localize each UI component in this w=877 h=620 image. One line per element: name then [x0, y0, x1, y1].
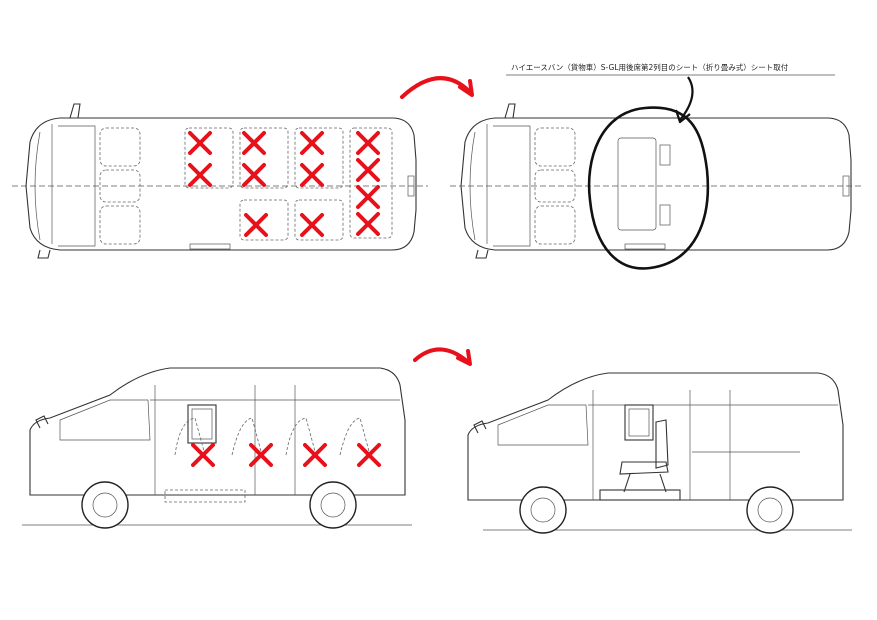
red-arrow-bottom: [413, 347, 470, 364]
red-arrow-top: [400, 76, 472, 99]
top-view-removed-seat-marks: [188, 131, 380, 237]
x-mark: [300, 163, 324, 187]
pointer-arrow-head: [674, 109, 691, 124]
side-view-before: [22, 367, 412, 529]
single-seat: [619, 419, 669, 493]
x-mark: [244, 213, 268, 237]
x-mark: [188, 163, 212, 187]
x-mark: [303, 443, 327, 467]
x-mark: [191, 443, 215, 467]
annotation-caption: ハイエースバン（貨物車）S-GL用後席第2列目のシート（折り畳み式）シート取付: [511, 62, 789, 72]
x-mark: [249, 443, 273, 467]
pointer-arrow: [679, 76, 694, 121]
x-mark: [356, 158, 380, 182]
x-mark: [242, 163, 266, 187]
x-mark: [188, 131, 212, 155]
top-view-before: [12, 103, 428, 259]
x-mark: [356, 212, 380, 236]
red-arrow-top-head: [458, 79, 474, 97]
side-view-removed-seat-marks: [191, 443, 381, 467]
folding-seat-circle: [587, 106, 710, 270]
x-mark: [300, 213, 324, 237]
x-mark: [357, 443, 381, 467]
top-view-after: [450, 103, 862, 259]
x-mark: [356, 185, 380, 209]
x-mark: [242, 131, 266, 155]
red-arrow-bottom-head: [456, 349, 472, 366]
side-view-after: [467, 372, 852, 534]
x-mark: [300, 131, 324, 155]
annotation: ハイエースバン（貨物車）S-GL用後席第2列目のシート（折り畳み式）シート取付: [506, 62, 835, 124]
x-mark: [356, 131, 380, 155]
